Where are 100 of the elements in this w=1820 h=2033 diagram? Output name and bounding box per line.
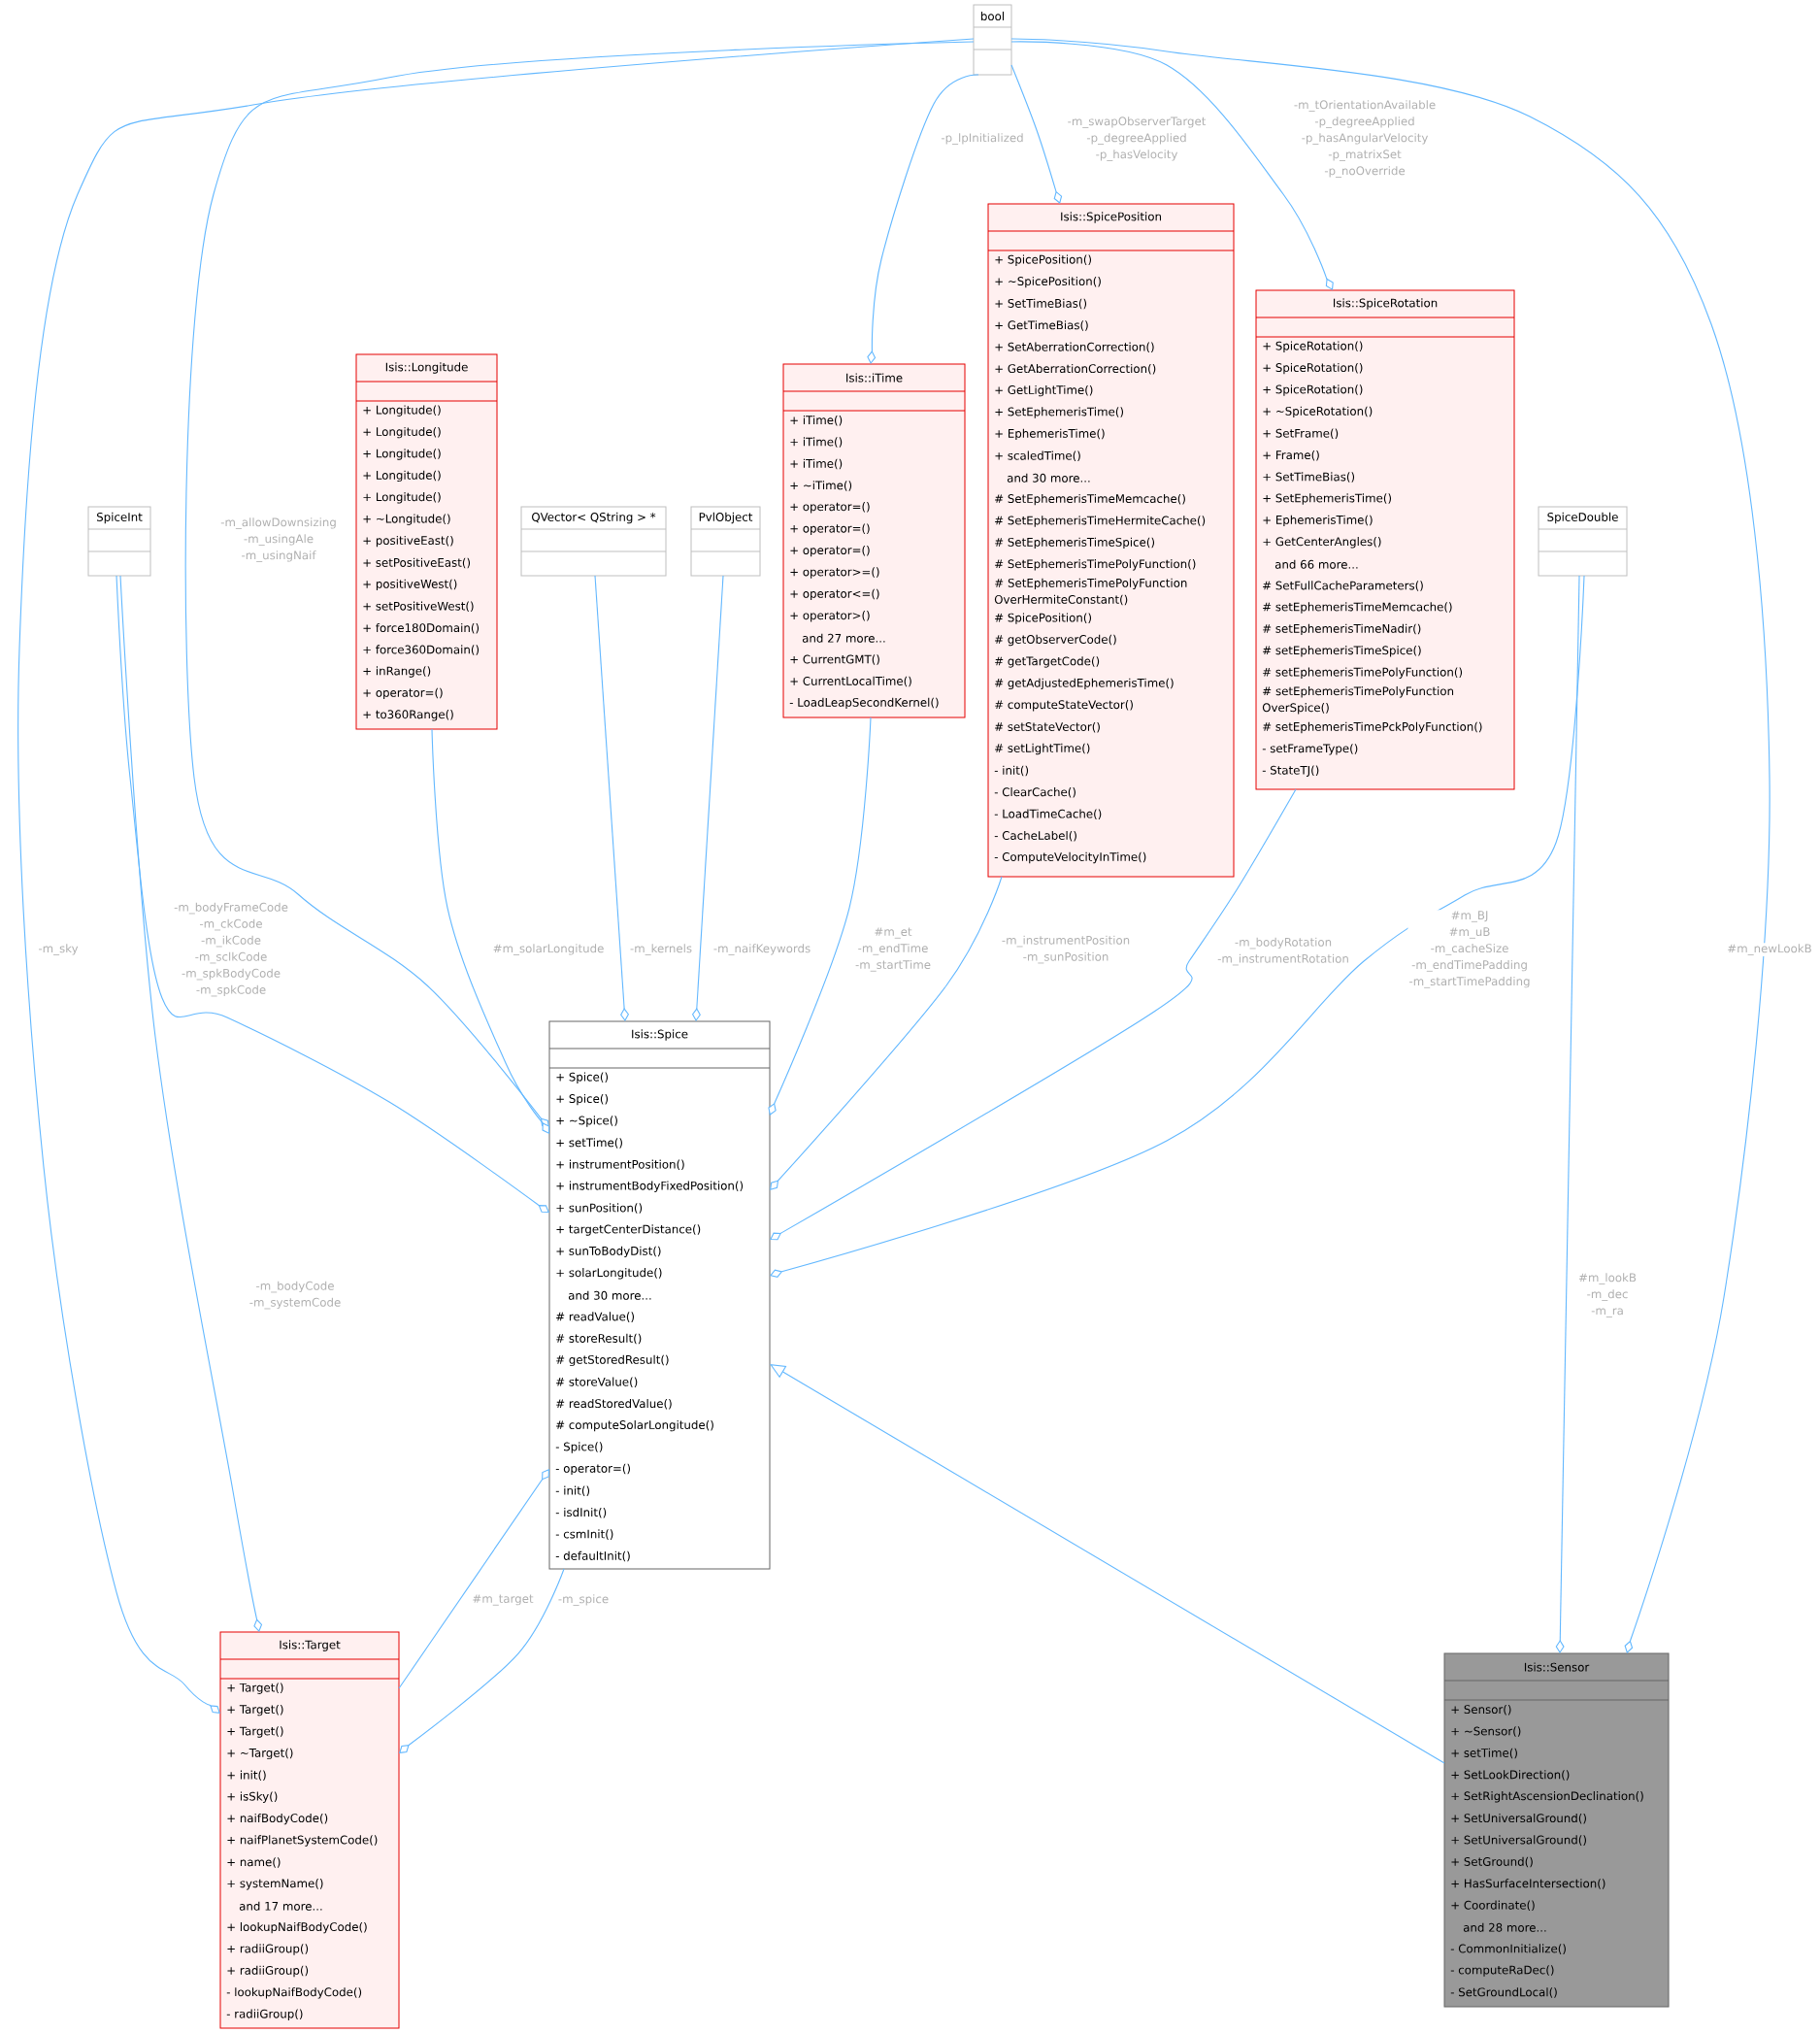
edge-label: #m_lookB -m_dec -m_ra	[1577, 1272, 1638, 1318]
member-text: + iTime()	[790, 437, 843, 448]
member-text: + iTime()	[790, 415, 843, 426]
member-text: + SetEphemerisTime()	[995, 407, 1123, 418]
member-text: + GetCenterAngles()	[1263, 537, 1381, 549]
member-text: - lookupNaifBodyCode()	[226, 1987, 362, 1999]
member-text: + name()	[227, 1857, 281, 1868]
edge-label: -m_tOrientationAvailable -p_degreeApplied -p_hasAngularVelocity -p_matrixSet -p_noOverride	[1292, 99, 1438, 179]
member-text: - init()	[994, 765, 1029, 777]
class-box	[355, 353, 498, 730]
member-text: + SetAberrationCorrection()	[995, 342, 1154, 353]
member-text: + SetRightAscensionDeclination()	[1451, 1791, 1643, 1803]
member-text: + force180Domain()	[363, 622, 480, 634]
member-text: - ComputeVelocityInTime()	[994, 851, 1146, 864]
member-text: - CommonInitialize()	[1450, 1944, 1566, 1954]
edge-label: -m_bodyRotation -m_instrumentRotation	[1216, 936, 1350, 967]
member-text: # storeValue()	[556, 1377, 638, 1388]
member-text: and 30 more...	[1007, 473, 1090, 483]
member-text: # SetFullCacheParameters()	[1263, 581, 1423, 591]
member-text: + positiveWest()	[363, 579, 457, 591]
member-text: - radiiGroup()	[226, 2009, 303, 2020]
member-text: + ~Longitude()	[363, 514, 450, 525]
member-text: + instrumentPosition()	[556, 1159, 684, 1171]
member-text: - setFrameType()	[1262, 744, 1358, 755]
edge-label: -m_swapObserverTarget -p_degreeApplied -p_hasVelocity	[1066, 116, 1208, 162]
member-text: + targetCenterDistance()	[556, 1224, 701, 1236]
member-text: + sunPosition()	[556, 1203, 643, 1214]
member-text: # setEphemerisTimePolyFunction()	[1263, 667, 1463, 679]
edge-label: #m_et -m_endTime -m_startTime	[854, 926, 932, 973]
member-text: and 28 more...	[1463, 1922, 1546, 1932]
member-text: + solarLongitude()	[556, 1268, 662, 1280]
member-text: # getTargetCode()	[995, 656, 1100, 668]
member-text: + setPositiveWest()	[363, 601, 474, 613]
member-text: + Longitude()	[363, 426, 441, 439]
member-text: + SetLookDirection()	[1451, 1770, 1570, 1781]
aggregation-arrow	[594, 575, 630, 1021]
member-text: + lookupNaifBodyCode()	[227, 1921, 367, 1934]
class-box	[1255, 289, 1515, 790]
member-text: # getStoredResult()	[556, 1354, 669, 1367]
member-text: + radiiGroup()	[227, 1944, 309, 1955]
member-text: + Spice()	[556, 1093, 609, 1106]
class-name: Isis::Target	[280, 1640, 341, 1651]
member-text: + ~SpiceRotation()	[1263, 406, 1373, 418]
member-text: # readValue()	[556, 1312, 635, 1322]
member-text: and 17 more...	[239, 1901, 322, 1911]
member-text: and 30 more...	[568, 1290, 651, 1300]
member-text: + force360Domain()	[363, 645, 480, 655]
member-text: + operator=()	[790, 502, 870, 514]
member-text: + Sensor()	[1451, 1704, 1511, 1716]
member-text: + CurrentGMT()	[790, 654, 879, 665]
edge-label: #m_solarLongitude	[491, 943, 606, 956]
aggregation-arrow	[768, 717, 872, 1116]
member-text: + Coordinate()	[1451, 1900, 1535, 1912]
aggregation-arrow	[867, 74, 979, 364]
member-text: + SetUniversalGround()	[1451, 1813, 1586, 1824]
member-text: + SpiceRotation()	[1263, 384, 1363, 396]
member-text: - SetGroundLocal()	[1450, 1987, 1557, 1998]
member-text: # setStateVector()	[995, 721, 1100, 733]
member-text: + operator=()	[790, 545, 870, 557]
edge-label: #m_newLookB	[1726, 943, 1813, 956]
member-text: + setTime()	[556, 1138, 622, 1149]
member-text: + naifPlanetSystemCode()	[227, 1835, 378, 1847]
class-name: Isis::Longitude	[385, 362, 468, 374]
member-text: + SetTimeBias()	[995, 298, 1087, 310]
class-box	[987, 203, 1235, 878]
class-name: PvlObject	[699, 512, 753, 524]
member-text: + init()	[227, 1770, 266, 1782]
class-name: QVector< QString > *	[532, 512, 656, 524]
member-text: # SpicePosition()	[995, 613, 1091, 624]
edge-label: -p_lpInitialized	[940, 132, 1025, 146]
class-name: Isis::Spice	[632, 1029, 688, 1041]
member-text: - Spice()	[555, 1442, 603, 1453]
member-text: + SetUniversalGround()	[1451, 1835, 1586, 1846]
member-text: + Target()	[227, 1704, 283, 1716]
class-box	[973, 4, 1012, 76]
member-text: + operator=()	[790, 523, 870, 535]
aggregation-arrow	[770, 575, 1585, 1279]
class-name: SpiceInt	[97, 512, 143, 524]
aggregation-arrow	[398, 1469, 549, 1689]
member-text: # SetEphemerisTimeHermiteCache()	[995, 516, 1206, 527]
class-box	[1538, 506, 1628, 577]
member-text: + CurrentLocalTime()	[790, 676, 911, 687]
edge-label: -m_bodyCode -m_systemCode	[248, 1280, 343, 1311]
member-text: - ClearCache()	[994, 787, 1075, 798]
aggregation-arrow	[770, 788, 1297, 1241]
edge-label: -m_allowDownsizing -m_usingAle -m_usingNaif	[219, 517, 338, 563]
member-text: + GetTimeBias()	[995, 320, 1088, 331]
member-text: + SpiceRotation()	[1263, 362, 1363, 375]
member-text: + iTime()	[790, 458, 843, 470]
member-text: # getAdjustedEphemerisTime()	[995, 678, 1174, 690]
member-text: + SpicePosition()	[995, 254, 1091, 266]
member-text: + SetEphemerisTime()	[1263, 493, 1392, 505]
member-text: # setEphemerisTimeSpice()	[1263, 646, 1421, 657]
edge-label: -m_sky	[37, 943, 80, 956]
member-text: # computeSolarLongitude()	[556, 1419, 713, 1432]
edge-label: -m_instrumentPosition -m_sunPosition	[1000, 934, 1132, 965]
aggregation-arrow	[1010, 64, 1063, 204]
member-text: - CacheLabel()	[994, 830, 1076, 842]
class-name: bool	[980, 11, 1004, 21]
member-text: + isSky()	[227, 1791, 278, 1803]
